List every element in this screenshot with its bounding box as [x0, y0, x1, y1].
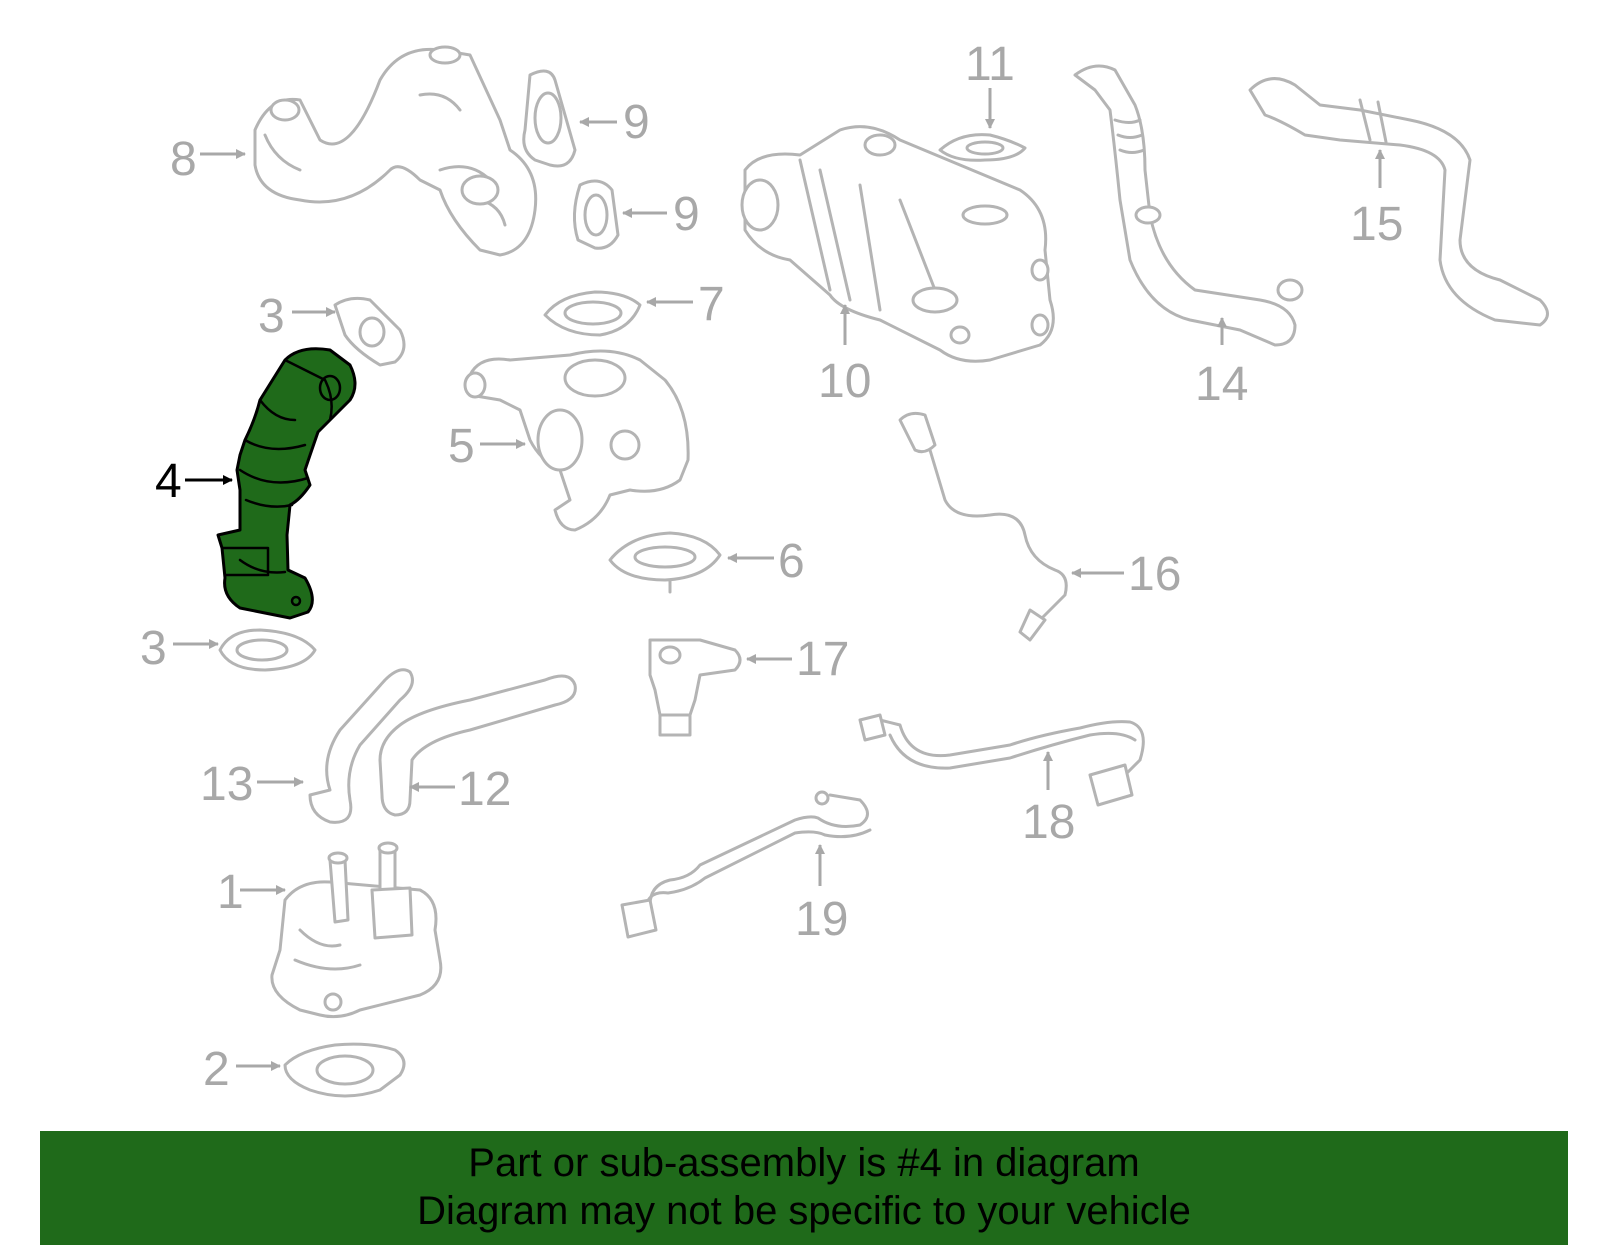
- part-7-gasket: [543, 290, 642, 337]
- banner-line-disclaimer: Diagram may not be specific to your vehi…: [417, 1189, 1191, 1233]
- info-banner: Part or sub-assembly is #4 in diagram Di…: [40, 1131, 1568, 1245]
- part-6-gasket: [608, 531, 722, 594]
- callout-9-lower: 9: [673, 188, 700, 241]
- callout-4-highlighted: 4: [155, 455, 182, 508]
- part-15-pipe: [1248, 77, 1549, 327]
- callout-12: 12: [458, 763, 511, 816]
- callout-19: 19: [795, 893, 848, 946]
- callout-17: 17: [796, 633, 849, 686]
- callout-7: 7: [698, 278, 725, 331]
- part-17-sensor: [648, 638, 742, 737]
- callout-6: 6: [778, 535, 805, 588]
- part-3-gasket-upper: [333, 296, 406, 367]
- part-3-gasket-lower: [218, 628, 317, 672]
- callout-10: 10: [818, 355, 871, 408]
- part-11-gasket: [938, 133, 1027, 162]
- callout-11: 11: [965, 38, 1015, 91]
- banner-line-part-number: Part or sub-assembly is #4 in diagram: [468, 1141, 1140, 1185]
- callout-16: 16: [1128, 548, 1181, 601]
- callout-14: 14: [1195, 358, 1248, 411]
- part-8-egr-pipe: [253, 45, 538, 257]
- part-16-sensor: [898, 411, 1068, 642]
- callout-8: 8: [170, 133, 197, 186]
- part-9-gasket-upper: [522, 69, 577, 168]
- part-19-pipe: [620, 790, 872, 939]
- part-2-gasket: [283, 1042, 406, 1098]
- callout-9-upper: 9: [623, 96, 650, 149]
- callout-15: 15: [1350, 198, 1403, 251]
- callout-5: 5: [448, 420, 475, 473]
- part-12-hose: [378, 674, 577, 817]
- part-18-wire-harness: [858, 713, 1145, 807]
- callout-2: 2: [203, 1043, 230, 1096]
- callout-labels: 8 9 9 11 7 10 14 15 3 4 5 6 16 3 17 13 1…: [140, 38, 1403, 1096]
- part-9-gasket-lower: [573, 179, 620, 250]
- part-5-egr-valve: [463, 349, 690, 532]
- part-1-egr-valve-assembly: [270, 841, 443, 1019]
- callout-1: 1: [217, 866, 244, 919]
- part-14-pipe: [1073, 64, 1304, 347]
- callout-arrows: [173, 88, 1385, 1071]
- part-10-egr-cooler: [740, 125, 1055, 363]
- callout-3-lower: 3: [140, 622, 167, 675]
- callout-18: 18: [1022, 796, 1075, 849]
- part-4-egr-tube-highlighted: [216, 347, 357, 620]
- callout-13: 13: [200, 758, 253, 811]
- callout-3-upper: 3: [258, 290, 285, 343]
- part-13-hose: [308, 668, 414, 824]
